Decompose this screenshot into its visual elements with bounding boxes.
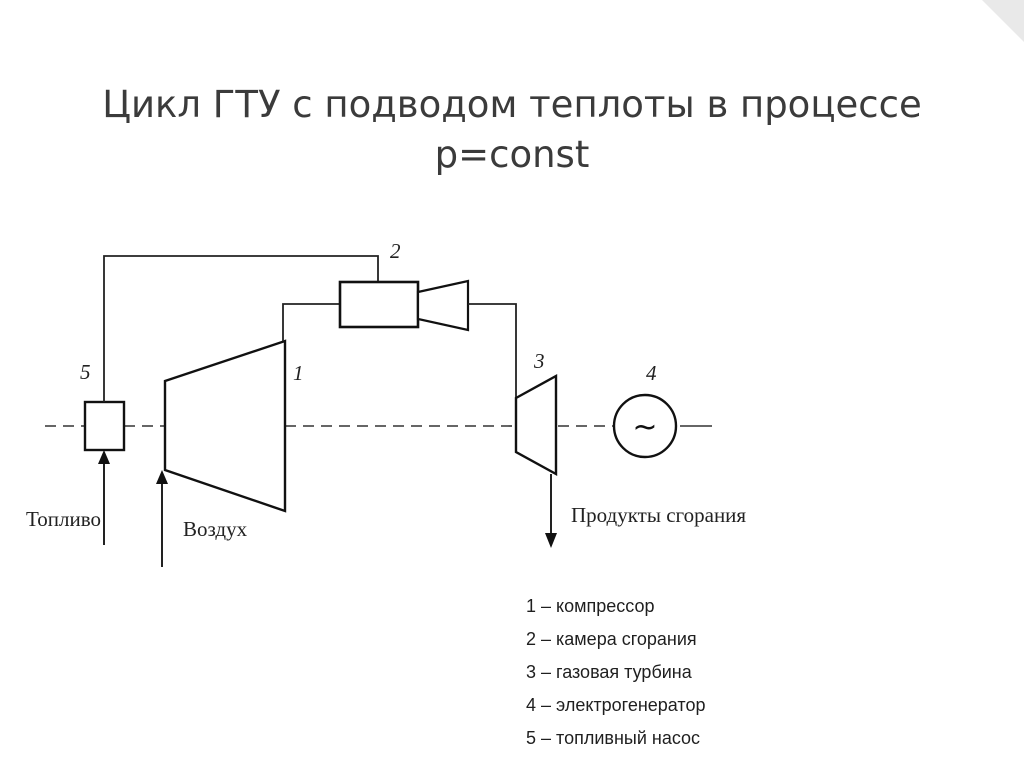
fuel-inlet-arrowhead: [98, 450, 110, 464]
gas-turbine: [514, 373, 558, 477]
combustion-chamber-nozzle: [416, 279, 470, 332]
label-5: 5: [80, 360, 91, 384]
generator: [612, 393, 678, 459]
fuel-label: Топливо: [26, 507, 101, 531]
air-label: Воздух: [183, 517, 248, 541]
fuel-line: [103, 255, 379, 402]
label-1: 1: [293, 361, 304, 385]
label-3: 3: [533, 349, 545, 373]
legend-item-fuel-pump: 5 – топливный насос: [526, 728, 701, 748]
air-inlet-arrowhead: [156, 470, 168, 484]
page-corner-fold: [982, 0, 1024, 42]
legend-item-compressor: 1 – компрессор: [526, 596, 655, 616]
legend-item-combustion-chamber: 2 – камера сгорания: [526, 629, 697, 649]
title-line-2: p=const: [434, 133, 590, 176]
label-4: 4: [646, 361, 657, 385]
page-title: Цикл ГТУ с подводом теплоты в процессе p…: [62, 80, 962, 180]
fuel-pump: [83, 400, 126, 452]
legend: 1 – компрессор 2 – камера сгорания 3 – г…: [526, 592, 706, 757]
combustion-chamber: [338, 280, 420, 329]
air-duct-to-chamber: [282, 303, 340, 341]
gas-duct-to-turbine: [468, 303, 517, 398]
legend-item-generator: 4 – электрогенератор: [526, 695, 706, 715]
label-2: 2: [390, 239, 401, 263]
exhaust-arrowhead: [545, 533, 557, 548]
legend-item-gas-turbine: 3 – газовая турбина: [526, 662, 692, 682]
generator-symbol: ~: [632, 410, 657, 445]
compressor: [163, 339, 287, 513]
title-line-1: Цикл ГТУ с подводом теплоты в процессе: [102, 83, 922, 126]
exhaust-label: Продукты сгорания: [571, 503, 746, 527]
